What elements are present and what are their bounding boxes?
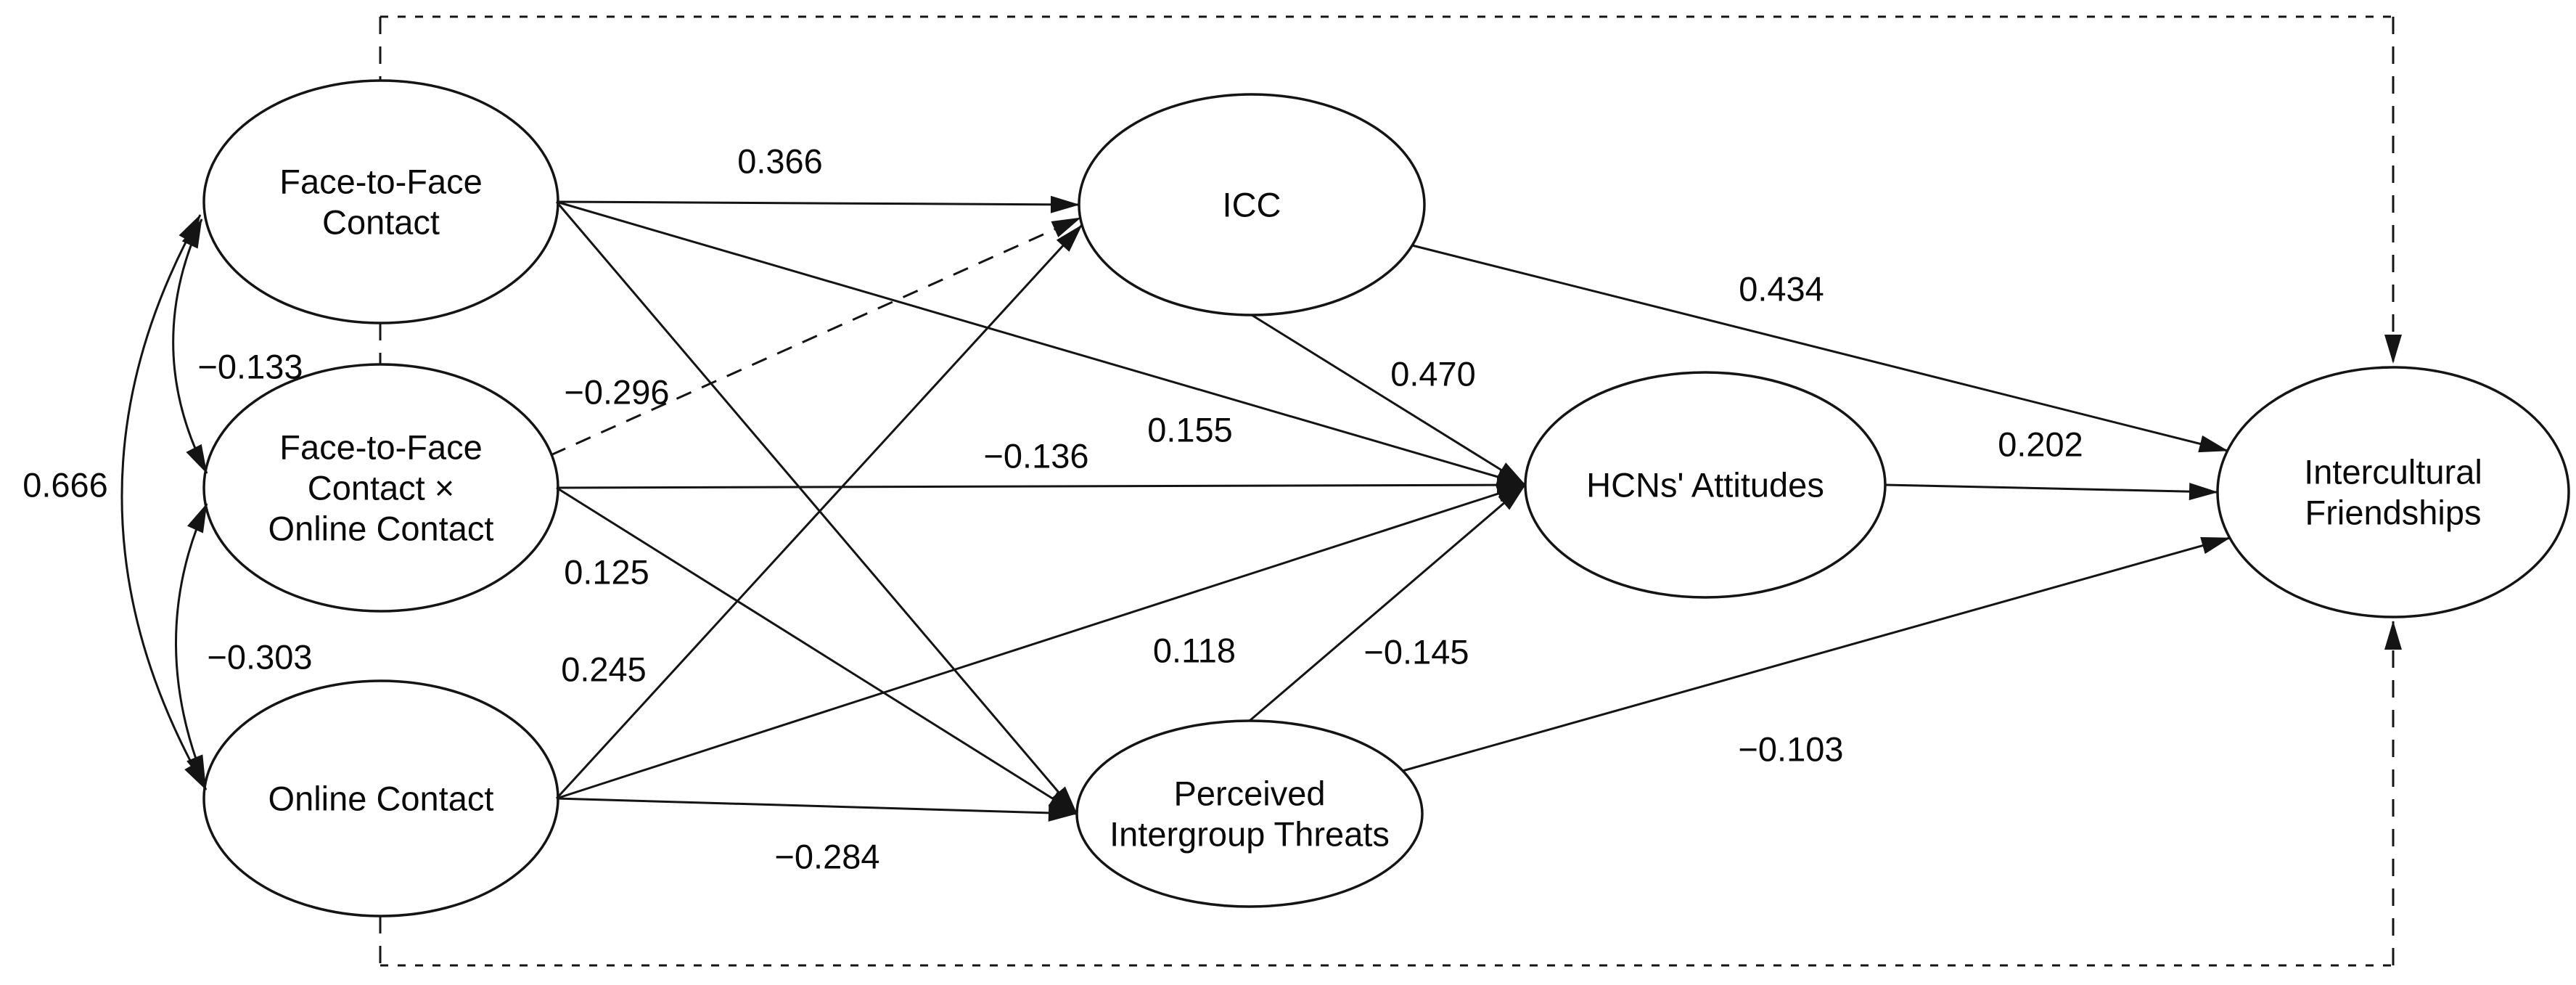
path-threats-to-hcns_attitudes [1249, 483, 1526, 722]
coef-ftf_x_online-to-threats: 0.125 [564, 553, 649, 592]
node-ftf-label: Face-to-Face [279, 163, 482, 201]
node-ftf [202, 79, 559, 324]
coef-ftf_x_online-to-hcns_attitudes: −0.136 [983, 437, 1088, 475]
node-online-label: Online Contact [268, 780, 494, 818]
coef-ftf-to-icc: 0.366 [737, 142, 823, 181]
path-ftf-to-hcns_attitudes [556, 200, 1526, 486]
coef-hcns_attitudes-to-friendships: 0.202 [1998, 425, 2083, 464]
direct-effect-dashed-border [379, 15, 2402, 967]
path-threats-to-friendships [1402, 536, 2231, 772]
path-online-to-icc [555, 224, 1083, 800]
coef-icc-to-friendships: 0.434 [1739, 270, 1824, 308]
path-coefficient-labels: 0.366 0.155 −0.296 −0.136 0.125 0.245 0.118 −0.… [22, 142, 2083, 876]
node-threats-label: Intergroup Threats [1109, 815, 1390, 854]
node-threats [1075, 719, 1424, 908]
node-ftf_x_online-label: Online Contact [268, 510, 494, 548]
coef-correlation-ftf-online: 0.666 [22, 466, 108, 504]
path-ftf-to-icc [556, 195, 1080, 213]
correlation-ftf-online [120, 214, 208, 790]
path-ftf_x_online-to-hcns_attitudes [556, 476, 1526, 494]
coef-online-to-hcns_attitudes: 0.118 [1153, 632, 1236, 670]
path-ftf_x_online-to-threats [556, 486, 1078, 815]
coef-correlation-ftf-ftf_x_online: −0.133 [197, 348, 303, 386]
node-ftf_x_online-label: Face-to-Face [279, 428, 482, 467]
coef-threats-to-hcns_attitudes: −0.145 [1363, 633, 1469, 671]
coef-ftf-to-threats: −0.296 [564, 373, 669, 412]
node-ftf-ellipse [202, 79, 559, 324]
node-ftf-label: Contact [322, 203, 440, 242]
path-ftf-to-threats [555, 201, 1078, 814]
coef-online-to-icc: 0.245 [561, 650, 647, 689]
path-ftf_x_online-to-icc [550, 216, 1081, 457]
node-friendships [2216, 366, 2570, 618]
path-online-to-threats [556, 797, 1078, 822]
coef-threats-to-friendships: −0.103 [1738, 730, 1843, 769]
coef-online-to-threats: −0.284 [774, 838, 879, 876]
latent-variable-nodes [202, 79, 2570, 917]
node-friendships-ellipse [2216, 366, 2570, 618]
node-friendships-label: Intercultural [2304, 453, 2482, 491]
node-friendships-label: Friendships [2305, 494, 2482, 532]
path-icc-to-hcns_attitudes [1251, 314, 1526, 486]
node-hcns_attitudes-label: HCNs' Attitudes [1586, 466, 1824, 504]
path-online-to-hcns_attitudes [556, 483, 1526, 800]
node-icc-label: ICC [1223, 186, 1281, 224]
node-threats-ellipse [1075, 719, 1424, 908]
correlation-arcs [120, 214, 208, 790]
path-hcns_attitudes-to-friendships [1884, 483, 2218, 501]
path-icc-to-friendships [1411, 244, 2228, 453]
coef-correlation-ftf_x_online-online: −0.303 [207, 638, 312, 677]
structural-paths [550, 195, 2231, 822]
node-threats-label: Perceived [1174, 774, 1326, 813]
coef-icc-to-hcns_attitudes: 0.470 [1390, 355, 1476, 393]
node-ftf_x_online-label: Contact × [308, 469, 454, 507]
coef-ftf-to-hcns_attitudes: 0.155 [1147, 411, 1233, 449]
